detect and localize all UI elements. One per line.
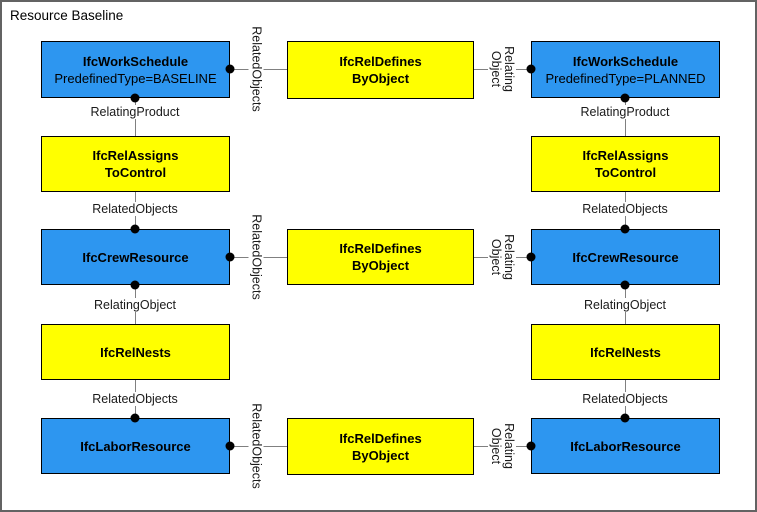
edge-label-relatedobjects-right: RelatedObjects <box>578 202 672 216</box>
node-ifcreldefines-byobject-middle: IfcRelDefines ByObject <box>287 229 474 285</box>
diagram-title: Resource Baseline <box>10 8 124 23</box>
node-title: IfcCrewResource <box>82 249 189 265</box>
connection-dot <box>526 252 536 262</box>
connection-dot <box>130 93 140 103</box>
node-ifcreldefines-byobject-top: IfcRelDefines ByObject <box>287 41 474 99</box>
node-ifcrelassigns-tocontrol-left: IfcRelAssigns ToControl <box>41 136 230 192</box>
edge-label-relatedobjects2-left: RelatedObjects <box>88 392 182 406</box>
node-attribute: PredefinedType=PLANNED <box>545 70 706 86</box>
node-title: IfcRelDefines <box>339 430 422 446</box>
edge-label-relatingproduct-right: RelatingProduct <box>576 105 674 119</box>
connection-dot <box>225 252 235 262</box>
node-title: IfcWorkSchedule <box>572 53 679 69</box>
node-attribute: PredefinedType=BASELINE <box>54 70 217 86</box>
node-ifcrelnests-left: IfcRelNests <box>41 324 230 380</box>
connection-dot <box>620 413 630 423</box>
node-title: IfcRelDefines <box>339 54 422 69</box>
edge-label-line: Relating <box>502 423 516 469</box>
edge-label-line: Relating <box>502 46 516 92</box>
node-ifcrelnests-right: IfcRelNests <box>531 324 720 380</box>
node-title: IfcLaborResource <box>570 438 681 454</box>
edge-label-line: Object <box>489 427 503 465</box>
node-title: IfcLaborResource <box>80 438 191 454</box>
node-ifclaborresource-right: IfcLaborResource <box>531 418 720 474</box>
node-title: IfcRelNests <box>100 344 171 360</box>
node-title: IfcRelDefines <box>339 241 422 256</box>
edge-label-line: Object <box>489 50 503 88</box>
node-title: IfcCrewResource <box>572 249 679 265</box>
edge-label-relatingobject-vertical-bottom: Relating Object <box>488 421 516 471</box>
connection-dot <box>225 441 235 451</box>
connection-dot <box>620 280 630 290</box>
node-title: IfcRelNests <box>590 344 661 360</box>
node-ifcworkschedule-planned: IfcWorkSchedule PredefinedType=PLANNED <box>531 41 720 98</box>
connection-dot <box>526 64 536 74</box>
edge-label-line: Relating <box>502 234 516 280</box>
node-title: ByObject <box>351 258 410 273</box>
edge-label-relatedobjects-left: RelatedObjects <box>88 202 182 216</box>
edge-label-relatingobject-vertical-top: Relating Object <box>488 44 516 94</box>
node-title: ByObject <box>351 71 410 86</box>
connection-dot <box>225 64 235 74</box>
edge-label-relatedobjects-vertical-bottom: RelatedObjects <box>248 401 264 491</box>
connection-dot <box>130 224 140 234</box>
edge-label-line: Object <box>489 238 503 276</box>
node-ifccrewresource-right: IfcCrewResource <box>531 229 720 285</box>
node-title: ToControl <box>594 165 657 180</box>
edge-label-relatedobjects2-right: RelatedObjects <box>578 392 672 406</box>
node-title: IfcRelAssigns <box>582 148 669 163</box>
node-title: ByObject <box>351 447 410 463</box>
edge-label-relatingobject-left: RelatingObject <box>90 298 180 312</box>
connection-dot <box>130 280 140 290</box>
node-title: ToControl <box>104 165 167 180</box>
connection-dot <box>620 224 630 234</box>
edge-label-relatedobjects-vertical-middle: RelatedObjects <box>248 212 264 302</box>
connection-dot <box>620 93 630 103</box>
connection-dot <box>130 413 140 423</box>
node-title: IfcWorkSchedule <box>82 53 189 69</box>
edge-label-relatedobjects-vertical-top: RelatedObjects <box>248 24 264 114</box>
node-ifcreldefines-byobject-bottom: IfcRelDefines ByObject <box>287 418 474 475</box>
node-ifcworkschedule-baseline: IfcWorkSchedule PredefinedType=BASELINE <box>41 41 230 98</box>
node-ifcrelassigns-tocontrol-right: IfcRelAssigns ToControl <box>531 136 720 192</box>
node-ifccrewresource-left: IfcCrewResource <box>41 229 230 285</box>
edge-label-relatingproduct-left: RelatingProduct <box>86 105 184 119</box>
edge-label-relatingobject-vertical-middle: Relating Object <box>488 232 516 282</box>
connection-dot <box>526 441 536 451</box>
node-title: IfcRelAssigns <box>92 148 179 163</box>
edge-label-relatingobject-right: RelatingObject <box>580 298 670 312</box>
node-ifclaborresource-left: IfcLaborResource <box>41 418 230 474</box>
